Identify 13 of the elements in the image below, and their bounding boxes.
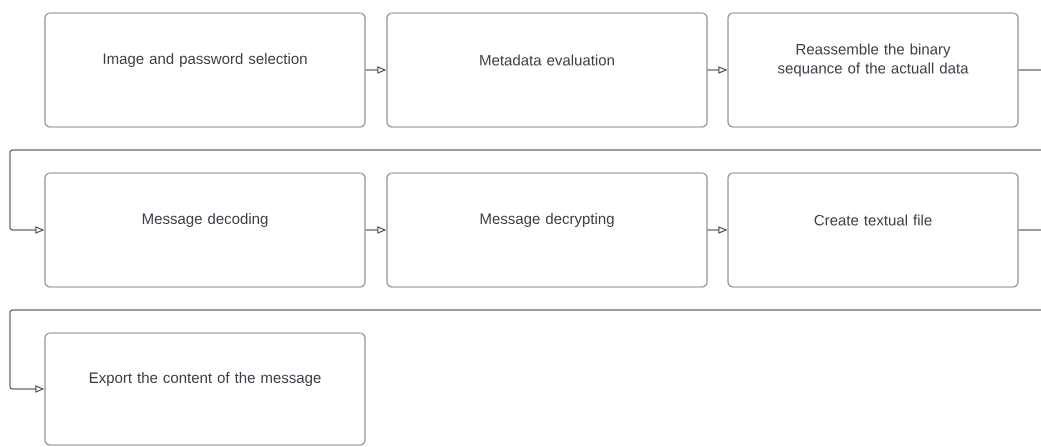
arrow <box>707 226 727 234</box>
process-box: Export the content of the message <box>44 332 366 446</box>
process-box: Metadata evaluation <box>386 12 708 128</box>
arrow <box>707 66 727 74</box>
process-box: Message decrypting <box>386 172 708 288</box>
process-box: Message decoding <box>44 172 366 288</box>
arrow <box>9 229 1041 393</box>
process-box: Image and password selection <box>44 12 366 128</box>
process-box: Reassemble the binary sequance of the actuall data <box>727 12 1019 128</box>
arrow <box>9 69 1041 234</box>
arrow <box>365 226 386 234</box>
process-box: Create textual file <box>727 172 1019 288</box>
arrow <box>365 66 386 74</box>
